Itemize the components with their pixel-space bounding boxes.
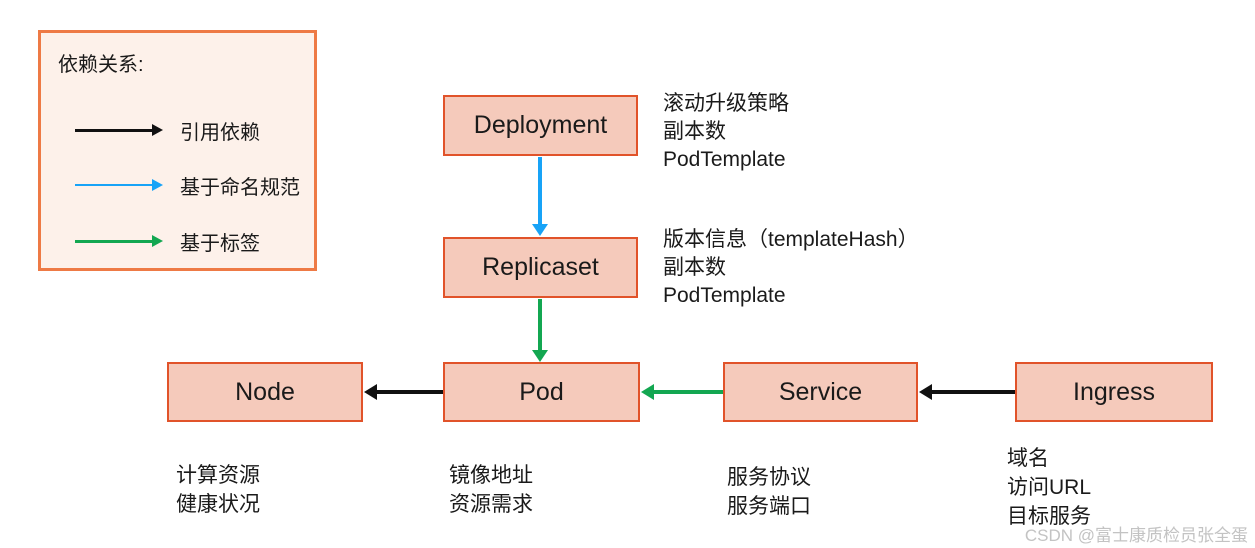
note-line: 服务端口 bbox=[727, 495, 811, 518]
legend-item-naming-convention: 基于命名规范 bbox=[75, 174, 300, 199]
node-notes: 计算资源 健康状况 bbox=[176, 461, 260, 519]
legend-item-reference-dependency: 引用依赖 bbox=[75, 119, 260, 144]
node-deployment-label: Deployment bbox=[473, 111, 608, 139]
deployment-notes: 滚动升级策略 副本数 PodTemplate bbox=[663, 90, 789, 174]
node-deployment: Deployment bbox=[443, 95, 638, 156]
green-arrow-icon bbox=[75, 239, 152, 243]
note-line: PodTemplate bbox=[663, 148, 786, 171]
node-node: Node bbox=[167, 362, 363, 422]
note-line: 健康状况 bbox=[176, 493, 260, 516]
node-pod: Pod bbox=[443, 362, 640, 422]
note-line: 副本数 bbox=[663, 120, 726, 143]
legend-item-label: 引用依赖 bbox=[180, 121, 260, 144]
node-replicaset-label: Replicaset bbox=[482, 253, 599, 281]
pod-to-node-arrow bbox=[377, 390, 443, 394]
legend-box: 依赖关系: 引用依赖 基于命名规范 基于标签 bbox=[38, 30, 317, 271]
node-service: Service bbox=[723, 362, 918, 422]
note-line: PodTemplate bbox=[663, 284, 786, 307]
replicaset-notes: 版本信息（templateHash） 副本数 PodTemplate bbox=[663, 226, 919, 310]
node-node-label: Node bbox=[235, 377, 295, 406]
replicaset-to-pod-arrow bbox=[538, 299, 542, 350]
node-service-label: Service bbox=[778, 377, 863, 406]
legend-item-label: 基于标签 bbox=[180, 232, 260, 255]
legend-title: 依赖关系: bbox=[58, 54, 144, 76]
ingress-notes: 域名 访问URL 目标服务 bbox=[1007, 444, 1091, 531]
node-ingress-label: Ingress bbox=[1073, 377, 1155, 406]
legend-item-label-based: 基于标签 bbox=[75, 230, 260, 255]
ingress-to-service-arrow bbox=[932, 390, 1015, 394]
note-line: 目标服务 bbox=[1007, 505, 1091, 528]
note-line: 滚动升级策略 bbox=[663, 92, 789, 115]
note-line: 版本信息（templateHash） bbox=[663, 228, 919, 251]
service-to-pod-arrow bbox=[654, 390, 723, 394]
pod-notes: 镜像地址 资源需求 bbox=[449, 461, 533, 519]
node-pod-label: Pod bbox=[519, 377, 564, 406]
legend-item-label: 基于命名规范 bbox=[180, 176, 300, 199]
note-line: 资源需求 bbox=[449, 493, 533, 516]
note-line: 域名 bbox=[1007, 447, 1049, 470]
service-notes: 服务协议 服务端口 bbox=[727, 463, 811, 521]
blue-arrow-icon bbox=[75, 184, 152, 186]
note-line: 副本数 bbox=[663, 256, 726, 279]
watermark: CSDN @富士康质检员张全蛋 bbox=[1024, 526, 1248, 545]
node-ingress: Ingress bbox=[1015, 362, 1213, 422]
black-arrow-icon bbox=[75, 128, 152, 132]
node-replicaset: Replicaset bbox=[443, 237, 638, 298]
note-line: 服务协议 bbox=[727, 466, 811, 489]
note-line: 访问URL bbox=[1007, 476, 1092, 499]
deployment-to-replicaset-arrow bbox=[538, 157, 542, 224]
note-line: 镜像地址 bbox=[449, 464, 533, 487]
note-line: 计算资源 bbox=[176, 464, 260, 487]
